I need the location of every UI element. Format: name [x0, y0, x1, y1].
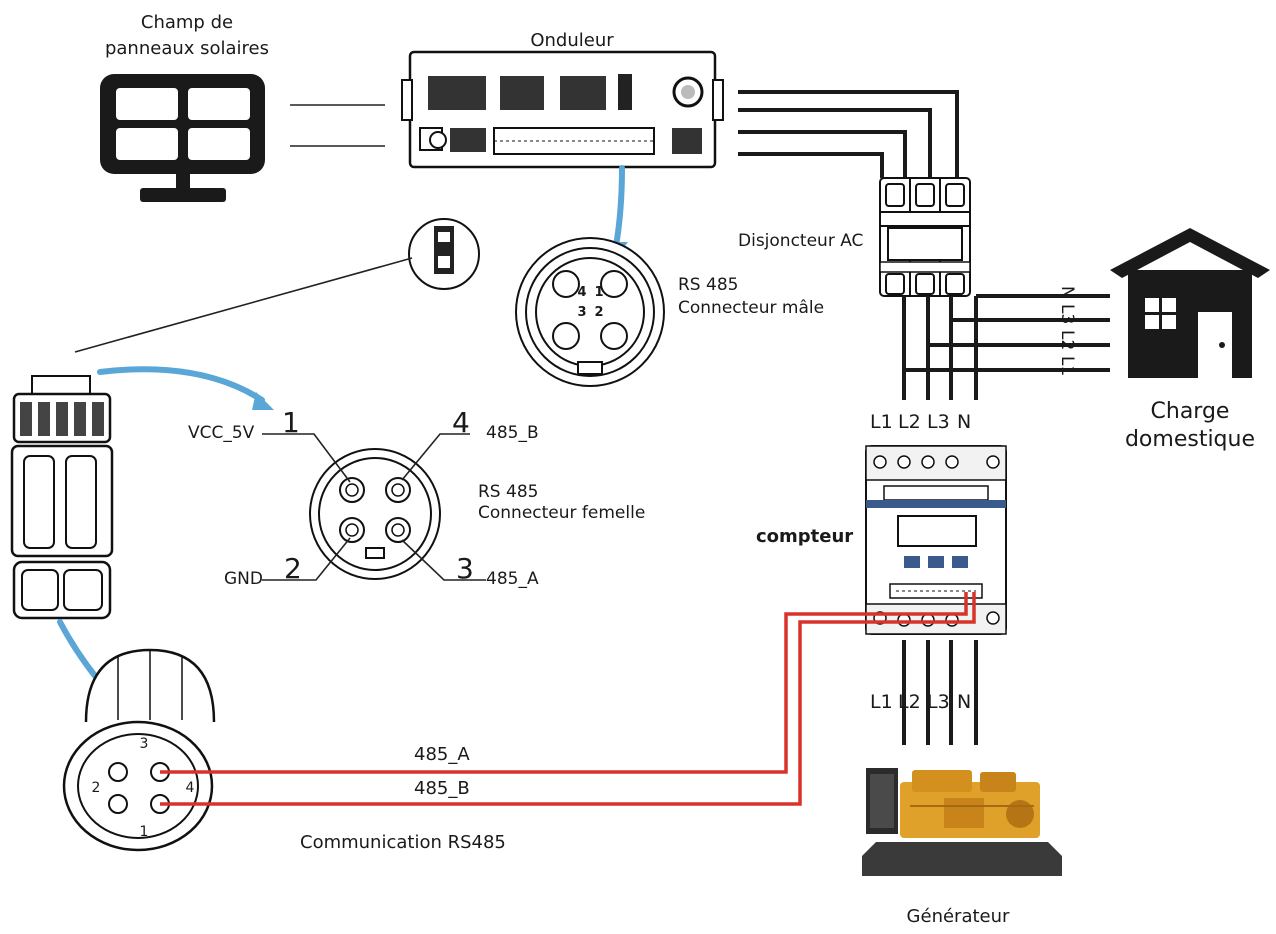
meter-phase-top-l1: L1 — [870, 411, 893, 433]
detail-leader-line — [74, 257, 413, 353]
plug-pin-3: 3 — [140, 736, 149, 752]
ac-breaker-label: Disjoncteur AC — [738, 231, 863, 251]
female-pin-4-number: 4 — [452, 406, 470, 439]
solar-field-label-1: Champ de — [141, 12, 233, 33]
meter-phase-bottom-l3: L3 — [927, 691, 950, 713]
male-connector-icon — [515, 237, 665, 387]
ac-wire-l1 — [738, 152, 884, 178]
pin-485a-label: 485_A — [486, 569, 539, 589]
female-pin-3-number: 3 — [456, 552, 474, 585]
pin-vcc-label: VCC_5V — [188, 423, 255, 443]
generator-icon — [862, 768, 1062, 876]
meter-phase-bottom-n: N — [957, 691, 971, 713]
house-phase-l2: L2 — [1057, 330, 1077, 350]
leader-pin3 — [401, 539, 486, 581]
generator-label: Générateur — [907, 906, 1010, 927]
female-connector-label-1: RS 485 — [478, 482, 538, 502]
male-pin-4: 4 — [577, 285, 586, 300]
house-phase-n: N — [1057, 286, 1077, 299]
wire-485b — [160, 592, 976, 806]
pin-gnd-label: GND — [224, 569, 263, 589]
cable-connector-icon — [10, 375, 114, 620]
house-label-2: domestique — [1125, 427, 1255, 452]
leader-pin2 — [262, 537, 351, 581]
male-pin-3: 3 — [577, 305, 586, 320]
female-connector-icon — [309, 448, 441, 580]
wire-485b-label: 485_B — [414, 778, 470, 799]
ac-wire-l2 — [738, 130, 907, 178]
wire-485a — [160, 592, 968, 774]
ac-wire-n — [738, 90, 959, 178]
meter-phase-bottom-l2: L2 — [898, 691, 921, 713]
male-pin-1: 1 — [594, 285, 603, 300]
leader-pin1 — [262, 433, 351, 483]
meter-phase-bottom-l1: L1 — [870, 691, 893, 713]
solar-panel-icon — [100, 74, 265, 202]
leader-pin4 — [401, 433, 470, 481]
house-phase-l3: L3 — [1057, 304, 1077, 324]
wire-485a-label: 485_A — [414, 744, 470, 765]
arrow-head-female — [252, 392, 274, 410]
meter-phase-top-l2: L2 — [898, 411, 921, 433]
inverter-icon — [401, 50, 724, 169]
meter-icon — [865, 445, 1007, 635]
ac-breaker-icon — [879, 177, 971, 297]
female-connector-label-2: Connecteur femelle — [478, 503, 645, 523]
meter-label: compteur — [756, 526, 853, 547]
arrow-to-female — [97, 366, 265, 403]
female-pin-2-number: 2 — [284, 552, 302, 585]
arrow-inverter-to-male — [613, 165, 625, 249]
ac-wire-l3 — [738, 108, 932, 178]
pin-485b-label: 485_B — [486, 423, 539, 443]
meter-phase-top-l3: L3 — [927, 411, 950, 433]
male-connector-label-2: Connecteur mâle — [678, 298, 824, 318]
male-pin-2: 2 — [594, 305, 603, 320]
plug-pin-2: 2 — [92, 780, 101, 796]
male-connector-label-1: RS 485 — [678, 275, 738, 295]
female-pin-1-number: 1 — [282, 406, 300, 439]
plug-pin-4: 4 — [186, 780, 195, 796]
communication-label: Communication RS485 — [300, 832, 506, 853]
plug-pin-1: 1 — [140, 824, 149, 840]
house-icon — [1110, 228, 1270, 378]
solar-field-label-2: panneaux solaires — [105, 38, 269, 59]
connector-detail-icon — [408, 218, 480, 290]
meter-phase-top-n: N — [957, 411, 971, 433]
inverter-label: Onduleur — [530, 30, 614, 51]
house-phase-l1: L1 — [1057, 356, 1077, 376]
house-label-1: Charge — [1151, 399, 1230, 424]
